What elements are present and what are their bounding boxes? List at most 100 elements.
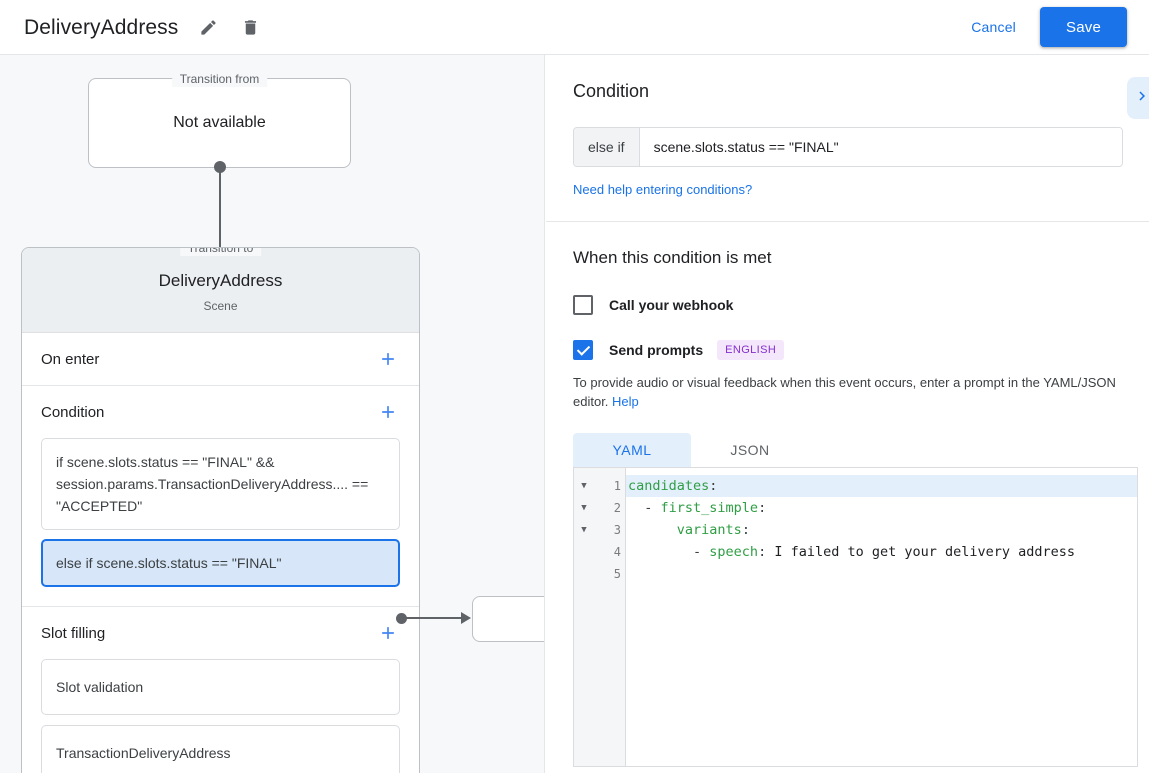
save-button[interactable]: Save: [1040, 7, 1127, 47]
branch-connector-dot: [396, 613, 407, 624]
slot-list: Slot validation TransactionDeliveryAddre…: [41, 659, 400, 773]
section-title-on-enter: On enter: [41, 350, 100, 368]
fold-arrow-icon[interactable]: ▼: [581, 503, 587, 513]
chevron-right-icon: [1133, 87, 1149, 110]
send-prompts-row[interactable]: Send prompts ENGLISH: [573, 340, 1123, 360]
code-token-key: variants: [676, 522, 742, 538]
branch-arrow-icon: [461, 612, 471, 624]
add-condition-button[interactable]: [376, 400, 400, 424]
section-header-on-enter: On enter: [41, 333, 400, 385]
condition-detail-panel: Condition else if scene.slots.status == …: [546, 55, 1149, 773]
app-header: DeliveryAddress Cancel Save: [0, 0, 1149, 55]
section-condition: Condition if scene.slots.status == "FINA…: [22, 386, 419, 607]
transition-from-value: Not available: [173, 114, 266, 131]
code-token-punct: :: [758, 500, 767, 516]
scene-name: DeliveryAddress: [158, 271, 283, 290]
pencil-icon: [199, 18, 218, 37]
tab-yaml[interactable]: YAML: [573, 433, 691, 467]
condition-block: Condition else if scene.slots.status == …: [546, 55, 1149, 222]
editor-code-line[interactable]: [626, 563, 1137, 585]
add-slot-button[interactable]: [376, 621, 400, 645]
delete-button[interactable]: [238, 15, 262, 39]
fold-arrow-icon[interactable]: ▼: [581, 525, 587, 535]
section-header-condition: Condition: [41, 386, 400, 438]
plus-icon: [378, 349, 398, 369]
prompts-help-text: To provide audio or visual feedback when…: [573, 373, 1123, 411]
when-met-heading: When this condition is met: [573, 248, 772, 267]
condition-list: if scene.slots.status == "FINAL" && sess…: [41, 438, 400, 606]
code-token-text: I failed to get your delivery address: [774, 544, 1076, 560]
scene-graph-panel: Transition from Not available Transition…: [0, 55, 545, 773]
slot-item[interactable]: TransactionDeliveryAddress: [41, 725, 400, 773]
editor-code-line[interactable]: - speech: I failed to get your delivery …: [626, 541, 1137, 563]
page-title: DeliveryAddress: [24, 15, 179, 39]
code-token-key: speech: [709, 544, 759, 560]
when-condition-met-block: When this condition is met Call your web…: [546, 222, 1149, 767]
code-token-punct: [628, 522, 677, 538]
editor-line-number: 3: [613, 523, 621, 537]
section-header-slot-filling: Slot filling: [41, 607, 400, 659]
editor-gutter-row: ▼1: [574, 475, 625, 497]
section-on-enter: On enter: [22, 333, 419, 386]
editor-line-number: 5: [613, 567, 621, 581]
editor-code-line[interactable]: - first_simple:: [626, 497, 1137, 519]
code-token-punct: :: [741, 522, 750, 538]
code-token-key: first_simple: [660, 500, 759, 516]
condition-heading: Condition: [573, 81, 650, 101]
fold-arrow-icon[interactable]: ▼: [581, 481, 587, 491]
edit-name-button[interactable]: [196, 15, 220, 39]
code-token-punct: -: [628, 500, 661, 516]
transition-from-node[interactable]: Transition from Not available: [88, 71, 351, 168]
prompts-help-link[interactable]: Help: [612, 394, 639, 409]
call-webhook-checkbox[interactable]: [573, 295, 593, 315]
send-prompts-label: Send prompts: [609, 342, 704, 358]
next-transition-node[interactable]: [472, 596, 544, 642]
editor-code-line[interactable]: candidates:: [626, 475, 1137, 497]
condition-input-row[interactable]: else if scene.slots.status == "FINAL": [573, 127, 1123, 167]
section-title-slot-filling: Slot filling: [41, 624, 106, 642]
trash-icon: [241, 18, 260, 37]
connector-line: [219, 166, 221, 261]
transition-from-legend: Transition from: [171, 71, 268, 87]
editor-gutter-row: 5: [574, 563, 625, 585]
editor-tabs: YAML JSON: [573, 433, 1123, 467]
code-token-key: candidates: [628, 478, 710, 494]
condition-help-link[interactable]: Need help entering conditions?: [573, 182, 753, 197]
language-badge: ENGLISH: [717, 340, 785, 360]
code-token-punct: -: [628, 544, 710, 560]
webhook-row[interactable]: Call your webhook: [573, 295, 1123, 315]
editor-code-line[interactable]: variants:: [626, 519, 1137, 541]
branch-connector-line: [405, 617, 465, 619]
editor-line-number: 2: [613, 501, 621, 515]
section-slot-filling: Slot filling Slot validation Transaction…: [22, 607, 419, 773]
condition-item-selected[interactable]: else if scene.slots.status == "FINAL": [41, 539, 400, 587]
slot-item[interactable]: Slot validation: [41, 659, 400, 715]
code-token-punct: :: [758, 544, 775, 560]
editor-line-number: 4: [613, 545, 621, 559]
tab-json[interactable]: JSON: [730, 442, 770, 458]
expand-panel-button[interactable]: [1127, 77, 1149, 119]
scene-type-label: Scene: [203, 299, 238, 313]
plus-icon: [378, 402, 398, 422]
section-title-condition: Condition: [41, 403, 105, 421]
add-on-enter-button[interactable]: [376, 347, 400, 371]
call-webhook-label: Call your webhook: [609, 297, 734, 313]
prompts-help-text-body: To provide audio or visual feedback when…: [573, 375, 1116, 409]
send-prompts-checkbox[interactable]: [573, 340, 593, 360]
condition-prefix-label: else if: [574, 128, 640, 166]
condition-expression-input[interactable]: scene.slots.status == "FINAL": [639, 128, 1122, 166]
editor-gutter-row: ▼2: [574, 497, 625, 519]
condition-item[interactable]: if scene.slots.status == "FINAL" && sess…: [41, 438, 400, 530]
transition-to-legend: Transition to: [179, 248, 262, 256]
scene-header: DeliveryAddress Scene: [22, 248, 419, 333]
editor-gutter-row: 4: [574, 541, 625, 563]
editor-code-area[interactable]: candidates: - first_simple: variants: - …: [626, 468, 1137, 766]
editor-line-number: 1: [613, 479, 621, 493]
transition-to-node: Transition to DeliveryAddress Scene On e…: [21, 247, 420, 773]
editor-gutter-row: ▼3: [574, 519, 625, 541]
plus-icon: [378, 623, 398, 643]
cancel-button[interactable]: Cancel: [959, 11, 1028, 43]
